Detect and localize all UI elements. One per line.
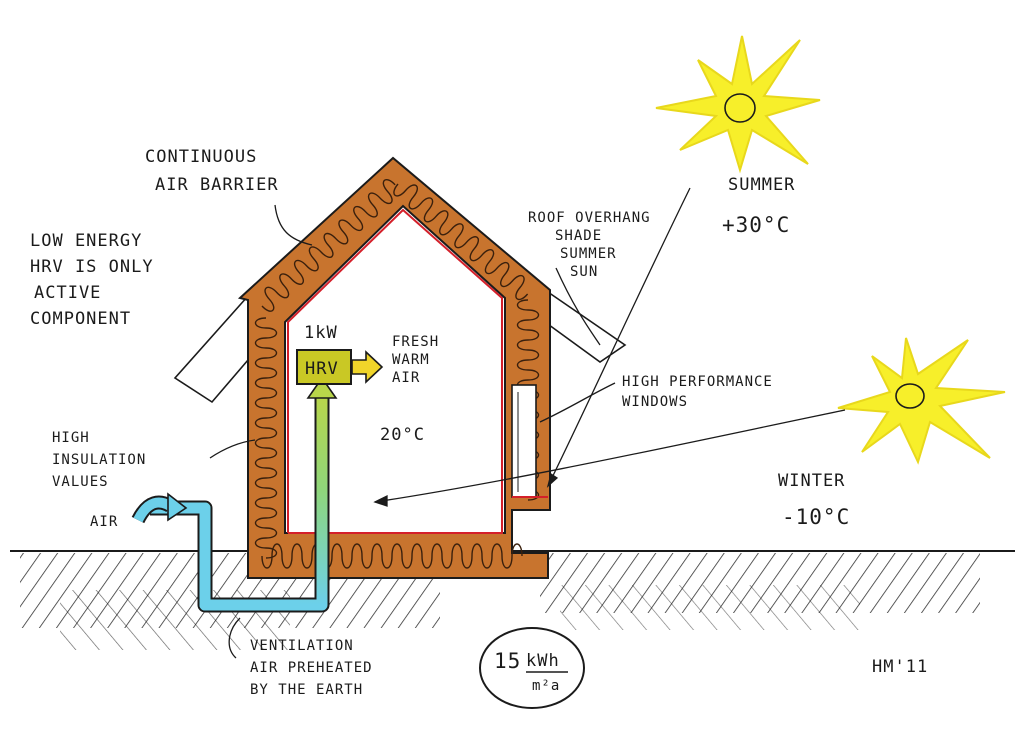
hrv-note-1: LOW ENERGY	[30, 231, 142, 251]
air-barrier-label-1: CONTINUOUS	[145, 147, 257, 167]
ground	[10, 550, 1015, 650]
hrv-unit	[296, 349, 384, 385]
insulation-label-2: INSULATION	[52, 452, 146, 468]
windows-label-2: WINDOWS	[622, 394, 688, 410]
winter-sun	[837, 337, 1006, 465]
ventilation-label-2: AIR PREHEATED	[250, 660, 373, 676]
insulation-label-3: VALUES	[52, 474, 109, 490]
hrv-note-3: ACTIVE	[34, 283, 101, 303]
ventilation-duct	[131, 376, 338, 613]
winter-temp: -10°C	[782, 505, 850, 529]
summer-temp: +30°C	[722, 213, 790, 237]
insulation-label-1: HIGH	[52, 430, 90, 446]
fresh-air-label-2: WARM	[392, 352, 430, 368]
air-barrier-label-2: AIR BARRIER	[155, 175, 279, 195]
windows-label-1: HIGH PERFORMANCE	[622, 374, 773, 390]
roof-overhang-label-3: SUMMER	[560, 246, 617, 262]
roof-overhang-label-4: SUN	[570, 264, 598, 280]
winter-label: WINTER	[778, 471, 845, 491]
indoor-temp: 20°C	[380, 425, 425, 445]
signature: HM'11	[872, 657, 928, 677]
fresh-air-label-1: FRESH	[392, 334, 439, 350]
energy-unit-bottom: m²a	[532, 678, 560, 694]
energy-unit-top: kWh	[526, 651, 560, 671]
ventilation-label-3: BY THE EARTH	[250, 682, 363, 698]
hrv-note-4: COMPONENT	[30, 309, 131, 329]
roof-overhang-label-2: SHADE	[555, 228, 602, 244]
hrv-label: HRV	[305, 359, 339, 379]
air-barrier-line	[287, 208, 503, 534]
hrv-note-2: HRV IS ONLY	[30, 257, 154, 277]
energy-value: 15	[494, 649, 521, 673]
leader-lines	[209, 187, 846, 659]
ventilation-label-1: VENTILATION	[250, 638, 354, 654]
window	[511, 384, 548, 498]
power-label: 1kW	[304, 323, 338, 343]
summer-label: SUMMER	[728, 175, 795, 195]
roof-overhang-label-1: ROOF OVERHANG	[528, 210, 651, 226]
fresh-air-label-3: AIR	[392, 370, 420, 386]
house-insulation	[237, 156, 551, 579]
energy-circle	[479, 627, 585, 709]
roof-overhang	[173, 289, 627, 404]
summer-sun	[655, 35, 821, 174]
air-inlet-label: AIR	[90, 514, 118, 530]
